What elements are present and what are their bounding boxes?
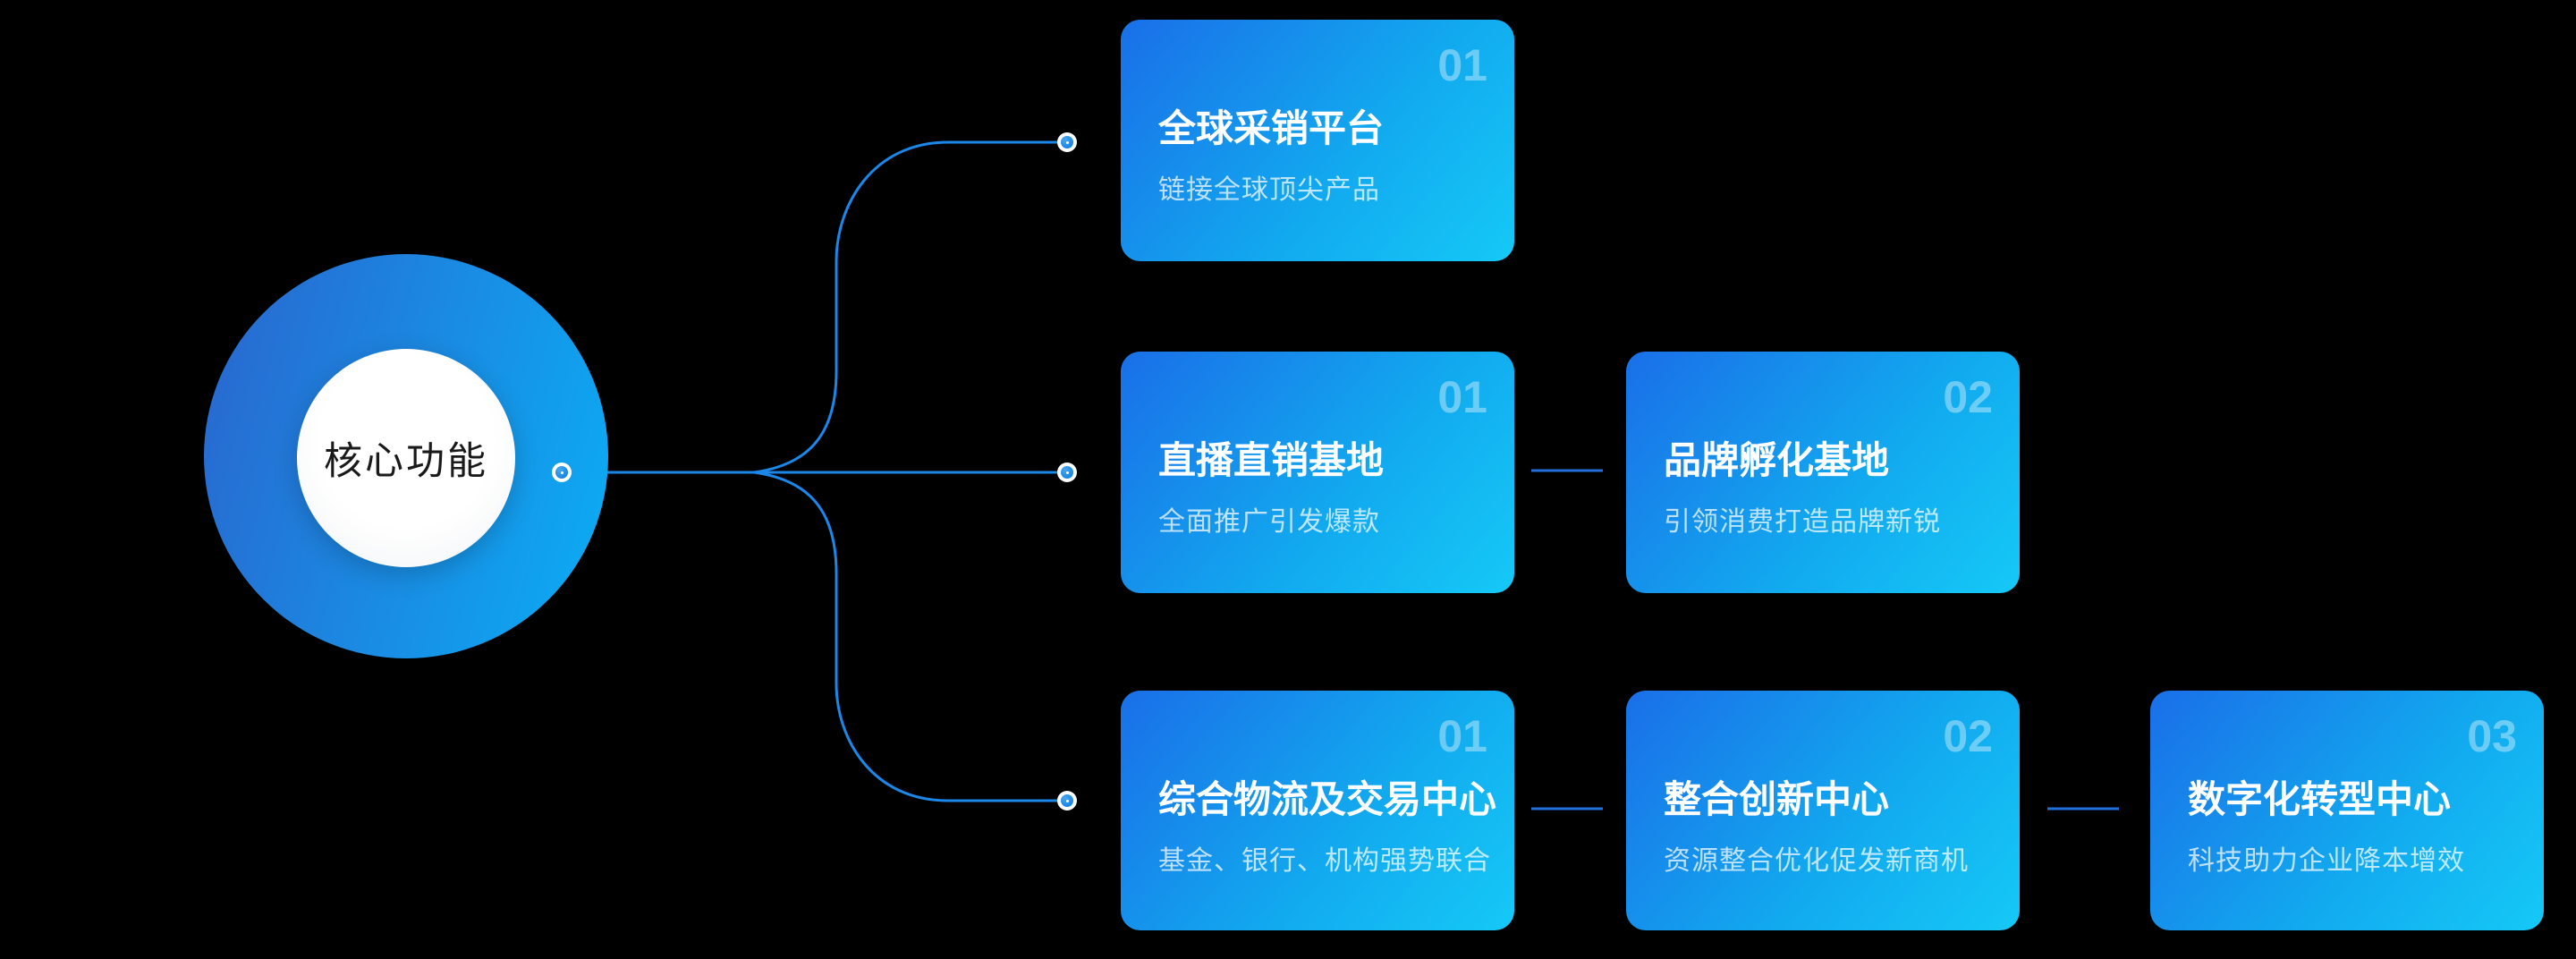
node-dot-hub [552,463,572,482]
card-subtitle: 科技助力企业降本增效 [2188,846,2465,876]
card-brand-incubation-base: 02 品牌孵化基地 引领消费打造品牌新锐 [1626,352,2020,593]
card-subtitle: 引领消费打造品牌新锐 [1664,507,1941,537]
card-number: 01 [1437,372,1487,422]
core-function-circle: 核心功能 [204,254,608,658]
card-title: 直播直销基地 [1158,439,1385,481]
node-dot-core [1061,136,1073,149]
card-subtitle: 全面推广引发爆款 [1158,507,1380,537]
card-number: 01 [1437,40,1487,90]
node-dot-row1 [1057,132,1077,152]
node-dot-row2 [1057,463,1077,482]
card-title: 综合物流及交易中心 [1158,778,1497,820]
card-global-procurement-platform: 01 全球采销平台 链接全球顶尖产品 [1121,20,1514,261]
card-title: 品牌孵化基地 [1664,439,1890,481]
core-function-label: 核心功能 [324,440,488,483]
card-number: 03 [2467,711,2517,761]
card-integrated-logistics-trading-center: 01 综合物流及交易中心 基金、银行、机构强势联合 [1121,691,1514,930]
card-integration-innovation-center: 02 整合创新中心 资源整合优化促发新商机 [1626,691,2020,930]
card-subtitle: 基金、银行、机构强势联合 [1158,846,1491,876]
card-subtitle: 资源整合优化促发新商机 [1664,846,1969,876]
card-number: 01 [1437,711,1487,761]
node-dot-row3 [1057,791,1077,810]
card-title: 数字化转型中心 [2188,778,2452,820]
connector-bottom-branch [752,471,1059,802]
card-livestream-direct-sales-base: 01 直播直销基地 全面推广引发爆款 [1121,352,1514,593]
card-title: 全球采销平台 [1158,107,1385,149]
node-dot-core [1061,466,1073,479]
card-number: 02 [1943,372,1993,422]
core-function-inner-circle: 核心功能 [297,349,515,567]
card-title: 整合创新中心 [1664,778,1890,820]
connector-top-branch [752,140,1059,474]
card-number: 02 [1943,711,1993,761]
card-digital-transformation-center: 03 数字化转型中心 科技助力企业降本增效 [2150,691,2544,930]
card-subtitle: 链接全球顶尖产品 [1158,175,1380,205]
node-dot-core [555,466,568,479]
node-dot-core [1061,794,1073,807]
